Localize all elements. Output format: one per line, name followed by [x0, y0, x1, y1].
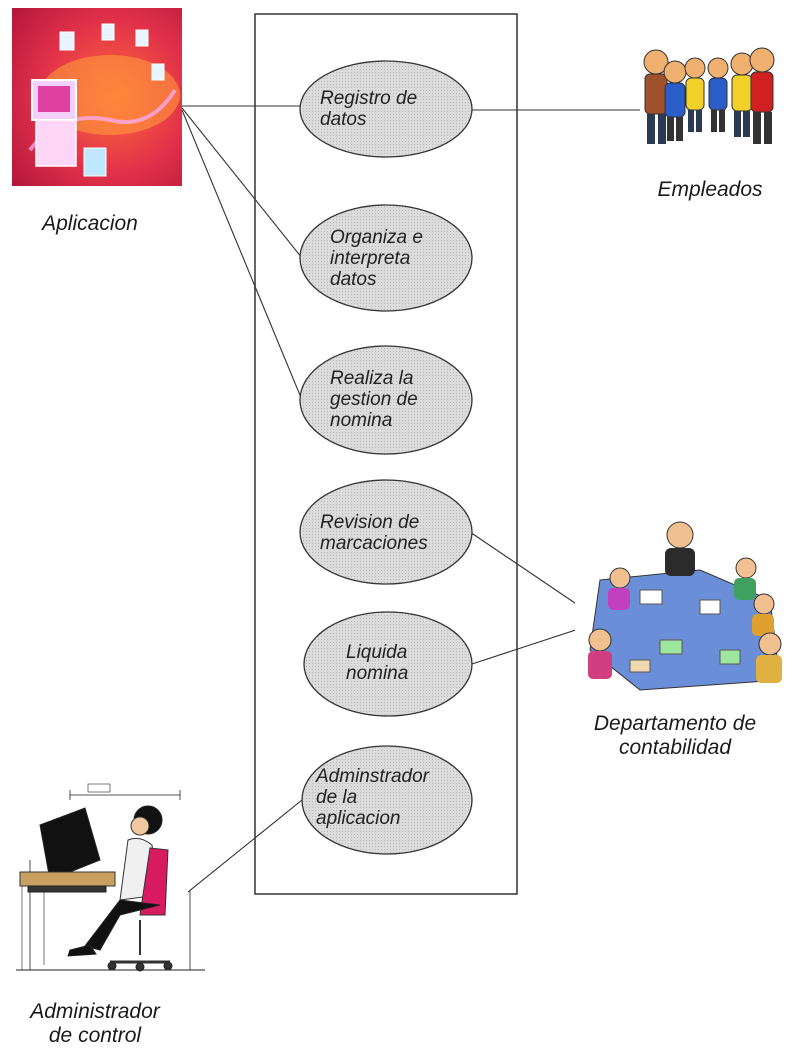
use-case-revision[interactable]	[299, 479, 473, 585]
actor-empleados-label: Empleados	[657, 178, 763, 201]
use-case-revision-label: Revision de marcaciones	[320, 512, 428, 554]
meeting-table-icon	[575, 508, 795, 692]
actor-contabilidad-label: Departamento de contabilidad	[593, 712, 757, 759]
computer-network-icon	[12, 8, 182, 186]
use-case-admin-label: Adminstrador de la aplicacion	[316, 766, 429, 829]
use-case-gestion[interactable]	[299, 345, 473, 455]
actor-administrador-label: Administrador de control	[30, 1000, 160, 1047]
use-case-liquida-label: Liquida nomina	[346, 642, 409, 684]
use-case-admin[interactable]	[301, 745, 473, 855]
system-boundary	[254, 13, 518, 895]
use-case-gestion-label: Realiza la gestion de nomina	[330, 368, 418, 431]
line-aplicacion-gestion	[181, 109, 303, 401]
use-case-organiza-label: Organiza e interpreta datos	[330, 227, 423, 290]
use-case-organiza[interactable]	[299, 204, 473, 312]
desk-worker-icon	[16, 783, 205, 972]
line-aplicacion-organiza	[181, 107, 303, 259]
use-case-registro[interactable]	[299, 60, 473, 158]
people-group-icon	[643, 47, 775, 144]
actor-aplicacion-label: Aplicacion	[42, 212, 138, 235]
use-case-liquida[interactable]	[303, 611, 473, 717]
line-admin-administrador	[187, 799, 303, 893]
use-case-registro-label: Registro de datos	[320, 88, 418, 130]
